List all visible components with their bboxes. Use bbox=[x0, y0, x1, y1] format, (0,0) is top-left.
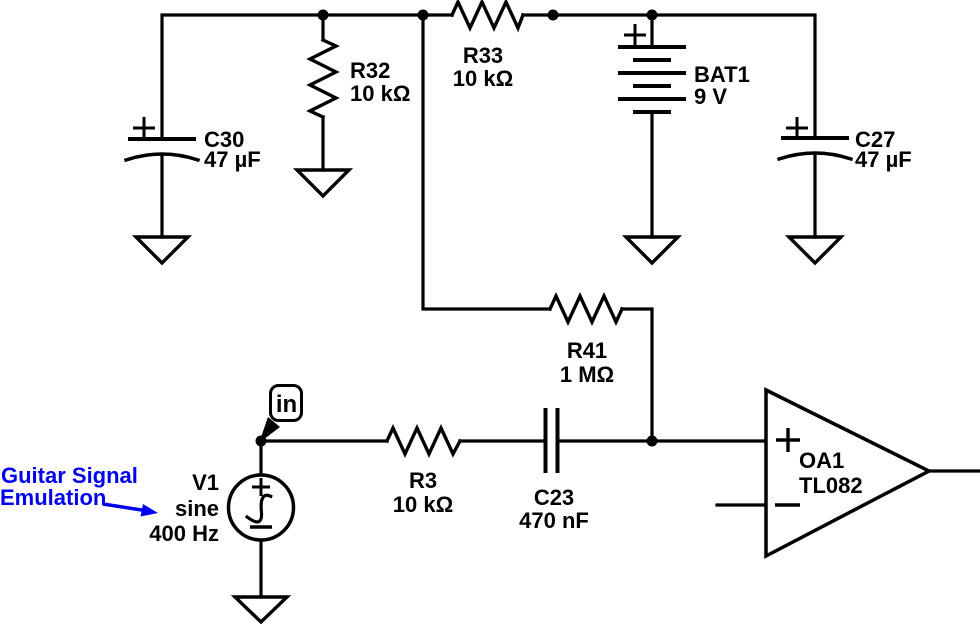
battery-bat1: BAT1 9 V bbox=[618, 24, 750, 114]
net-flag-in: in bbox=[259, 384, 303, 443]
wire-net bbox=[160, 13, 980, 599]
sine-wave-icon bbox=[244, 493, 273, 524]
annotation-guitar-signal: Guitar Signal Emulation bbox=[0, 463, 158, 517]
ground-icon bbox=[292, 168, 354, 199]
capacitor-c23: C23 470 nF bbox=[519, 408, 589, 533]
polarity-plus-icon bbox=[252, 478, 270, 496]
annotation-arrow-icon bbox=[102, 502, 158, 517]
capacitor-c27: C27 47 µF bbox=[776, 117, 912, 172]
capacitor-c30: C30 47 µF bbox=[123, 117, 261, 172]
r32-zigzag bbox=[306, 37, 340, 120]
wire-top-rail-left bbox=[160, 13, 454, 141]
bat1-ref-label: BAT1 bbox=[694, 62, 750, 87]
wire-r41-right-lead bbox=[620, 307, 654, 443]
wire-top-rail-right bbox=[521, 13, 817, 140]
c23-ref-label: C23 bbox=[534, 485, 574, 510]
resistor-r3: R3 10 kΩ bbox=[384, 423, 463, 517]
annotation-line1: Guitar Signal bbox=[1, 463, 138, 488]
polarity-plus-icon bbox=[133, 117, 155, 139]
junction-dot bbox=[547, 9, 559, 21]
junction-dot bbox=[646, 9, 658, 21]
junction-dot bbox=[417, 9, 429, 21]
r3-ref-label: R3 bbox=[409, 468, 437, 493]
r32-ref-label: R32 bbox=[350, 58, 390, 83]
wire-feedback-branch bbox=[421, 13, 552, 311]
oa1-triangle bbox=[764, 387, 933, 559]
polarity-plus-icon bbox=[786, 117, 808, 139]
r41-value-label: 1 MΩ bbox=[560, 362, 614, 387]
c27-value-label: 47 µF bbox=[855, 147, 912, 172]
annotation-line2: Emulation bbox=[0, 485, 106, 510]
ground-icon bbox=[621, 235, 683, 266]
net-flag-pointer bbox=[259, 417, 280, 443]
r32-value-label: 10 kΩ bbox=[350, 81, 410, 106]
v1-frequency-label: 400 Hz bbox=[149, 521, 219, 546]
v1-ref-label: V1 bbox=[192, 470, 219, 495]
c30-ref-label: C30 bbox=[204, 127, 244, 152]
v1-waveform-label: sine bbox=[175, 496, 219, 521]
r41-ref-label: R41 bbox=[567, 338, 607, 363]
net-flag-box bbox=[269, 384, 303, 422]
ground-icon bbox=[131, 235, 193, 266]
c23-value-label: 470 nF bbox=[519, 508, 589, 533]
bat1-value-label: 9 V bbox=[694, 84, 727, 109]
c30-value-label: 47 µF bbox=[204, 147, 261, 172]
c27-ref-label: C27 bbox=[855, 127, 895, 152]
ground-icon bbox=[230, 595, 292, 624]
r33-ref-label: R33 bbox=[463, 43, 503, 68]
c27-plate-curved bbox=[776, 151, 854, 162]
r33-zigzag bbox=[449, 0, 526, 33]
junction-dot bbox=[317, 9, 329, 21]
ground-icon bbox=[784, 235, 846, 266]
oa1-ref-label: OA1 bbox=[799, 448, 844, 473]
ground-symbols bbox=[131, 168, 846, 624]
resistor-r33: R33 10 kΩ bbox=[449, 0, 526, 91]
resistor-r41: R41 1 MΩ bbox=[547, 291, 625, 387]
r3-value-label: 10 kΩ bbox=[393, 492, 453, 517]
junction-dot bbox=[646, 435, 658, 447]
oa1-part-label: TL082 bbox=[799, 473, 863, 498]
source-v1: V1 sine 400 Hz bbox=[149, 470, 296, 546]
c30-plate-curved bbox=[123, 152, 201, 163]
r3-zigzag bbox=[384, 423, 463, 459]
r41-zigzag bbox=[547, 291, 625, 327]
noninverting-input-plus-icon bbox=[776, 428, 800, 452]
net-flag-label: in bbox=[276, 391, 297, 418]
polarity-plus-icon bbox=[624, 24, 646, 46]
resistor-r32: R32 10 kΩ bbox=[306, 37, 410, 120]
r33-value-label: 10 kΩ bbox=[453, 66, 513, 91]
opamp-oa1: OA1 TL082 bbox=[764, 387, 933, 559]
junction-dots bbox=[255, 9, 658, 447]
